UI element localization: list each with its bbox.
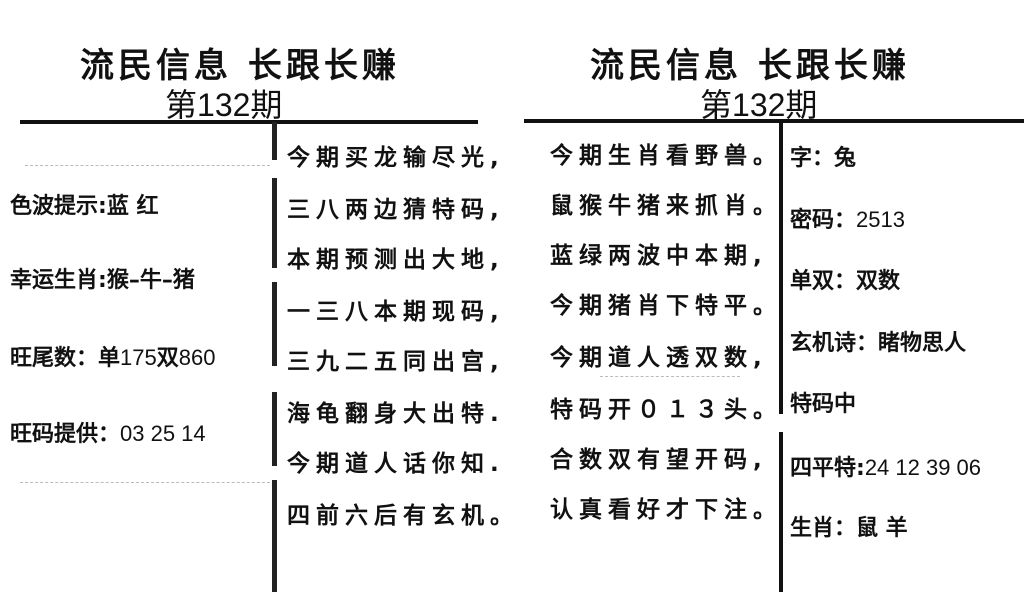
info-value: 兔 (834, 146, 857, 171)
info-label: 生肖： (790, 516, 857, 541)
special-code-hit: 特码中 (790, 386, 856, 418)
info-value: 蓝 红 (106, 194, 159, 219)
left-dashed-divider-2 (20, 482, 275, 483)
left-vertical-bar (272, 282, 277, 366)
issue-suffix: 期 (250, 86, 283, 124)
info-label: 旺尾数： (10, 346, 99, 371)
left-issue-label: 第132期 (165, 80, 282, 126)
issue-number: 132 (197, 87, 251, 123)
password-code: 密码：2513 (790, 202, 905, 234)
odd-even: 单双：双数 (790, 263, 900, 295)
right-vertical-bar (779, 122, 783, 414)
info-value: 猴–牛–猪 (106, 268, 195, 293)
four-flat-special: 四平特:24 12 39 06 (790, 450, 981, 482)
poem-line: 认真看好才下注。 (550, 497, 782, 523)
left-header-divider (20, 120, 478, 124)
poem-line: 特码开０１３头。 (550, 397, 782, 423)
lucky-tail-numbers: 旺尾数：单175双860 (10, 340, 215, 372)
poem-line: 今期道人话你知. (287, 451, 505, 477)
poem-line: 海龟翻身大出特. (287, 401, 505, 427)
info-label: 色波提示: (10, 194, 107, 219)
poem-line: 今期生肖看野兽。 (550, 143, 782, 169)
left-vertical-bar (272, 480, 277, 592)
info-label: 单双： (790, 269, 857, 294)
info-value: 特码中 (790, 392, 857, 417)
even-label: 双 (156, 346, 179, 371)
info-value: 24 12 39 06 (864, 455, 982, 480)
issue-prefix: 第 (700, 86, 733, 124)
poem-line: 一三八本期现码, (287, 299, 505, 325)
left-vertical-bar (272, 122, 277, 160)
info-value: 睹物思人 (878, 331, 967, 356)
poem-line: 合数双有望开码, (550, 447, 768, 473)
right-issue-label: 第132期 (700, 80, 817, 126)
poem-line: 鼠猴牛猪来抓肖。 (550, 193, 782, 219)
poem-line: 本期预测出大地, (287, 247, 505, 273)
poem-line: 三九二五同出宫, (287, 349, 505, 375)
lucky-numbers: 旺码提供：03 25 14 (10, 416, 206, 448)
right-dashed-divider (600, 376, 740, 377)
right-title: 流民信息 长跟长赚 (590, 46, 910, 86)
poem-line: 三八两边猜特码, (287, 197, 505, 223)
info-label: 幸运生肖: (10, 268, 107, 293)
left-vertical-bar (272, 178, 277, 268)
poem-line: 四前六后有玄机。 (287, 503, 519, 529)
odd-value: 175 (120, 345, 157, 370)
poem-line: 今期道人透双数, (550, 345, 768, 371)
info-label: 旺码提供： (10, 422, 121, 447)
info-value: 鼠 羊 (856, 516, 908, 541)
info-label: 密码： (790, 208, 857, 233)
color-wave-hint: 色波提示:蓝 红 (10, 188, 158, 220)
right-vertical-bar (779, 432, 783, 592)
info-value: 双数 (856, 269, 901, 294)
info-label: 玄机诗： (790, 331, 879, 356)
poem-line: 今期买龙输尽光, (287, 145, 505, 171)
left-vertical-bar (272, 392, 277, 466)
info-value: 2513 (856, 207, 905, 232)
info-label: 字： (790, 146, 835, 171)
character-hint: 字：兔 (790, 140, 856, 172)
zodiac: 生肖：鼠 羊 (790, 510, 908, 542)
lucky-zodiac: 幸运生肖:猴–牛–猪 (10, 262, 195, 294)
left-dashed-divider (25, 165, 270, 166)
issue-suffix: 期 (785, 86, 818, 124)
poem-line: 蓝绿两波中本期, (550, 243, 768, 269)
left-title: 流民信息 长跟长赚 (80, 46, 400, 86)
even-value: 860 (178, 345, 216, 370)
poem-line: 今期猪肖下特平。 (550, 293, 782, 319)
issue-number: 132 (732, 87, 786, 123)
issue-prefix: 第 (165, 86, 198, 124)
right-header-divider (524, 119, 1024, 123)
info-label: 四平特: (790, 456, 865, 481)
info-value: 03 25 14 (120, 421, 206, 446)
odd-label: 单 (98, 346, 121, 371)
mystic-poem: 玄机诗：睹物思人 (790, 325, 966, 357)
